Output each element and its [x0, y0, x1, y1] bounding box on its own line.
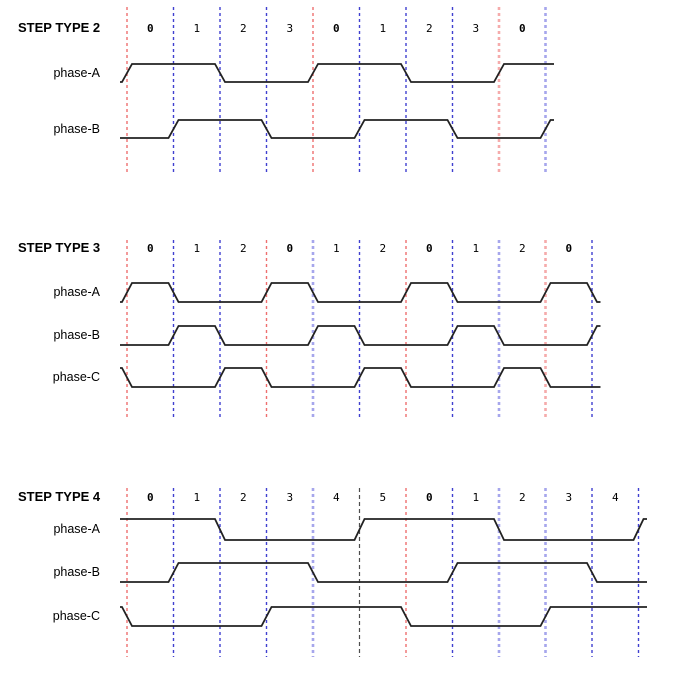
- waveform-phase-A: [120, 518, 647, 541]
- step-number: 3: [565, 491, 572, 504]
- waveform-phase-A: [120, 282, 601, 303]
- waveform-phase-B: [120, 562, 647, 583]
- step-type-section-4: 0 1 2 3 4 5 0 1 2 3 4: [120, 488, 647, 657]
- step-number: 0: [565, 242, 572, 255]
- step-number: 3: [286, 491, 293, 504]
- step-number: 2: [240, 242, 247, 255]
- step-number: 1: [193, 242, 200, 255]
- phase-label: phase-B: [53, 122, 100, 136]
- step-number: 0: [426, 242, 433, 255]
- step-number: 2: [519, 491, 526, 504]
- step-number: 2: [240, 22, 247, 35]
- step-number: 2: [379, 242, 386, 255]
- waveform-phase-C: [120, 606, 647, 627]
- phase-label: phase-A: [53, 285, 100, 299]
- step-number: 4: [333, 491, 340, 504]
- step-number: 2: [519, 242, 526, 255]
- waveform-phase-B: [120, 325, 601, 346]
- step-number: 0: [147, 242, 154, 255]
- step-number: 0: [333, 22, 340, 35]
- phase-label: phase-A: [53, 522, 100, 536]
- step-number: 0: [519, 22, 526, 35]
- section-title-step-type-2: STEP TYPE 2: [18, 20, 101, 35]
- step-number: 1: [472, 491, 479, 504]
- step-number: 1: [379, 22, 386, 35]
- step-number: 1: [193, 22, 200, 35]
- phase-label: phase-C: [52, 609, 100, 623]
- step-number: 0: [286, 242, 293, 255]
- step-type-section-2: 0 1 2 3 0 1 2 3 0: [120, 7, 554, 173]
- step-number: 5: [379, 491, 386, 504]
- step-number: 0: [147, 491, 154, 504]
- waveform-phase-B: [120, 119, 554, 139]
- step-number: 1: [193, 491, 200, 504]
- step-type-section-3: 0 1 2 0 1 2 0 1 2 0: [120, 240, 601, 418]
- phase-label: phase-C: [52, 370, 100, 384]
- step-number: 1: [333, 242, 340, 255]
- step-number: 4: [612, 491, 619, 504]
- phase-label: phase-A: [53, 66, 100, 80]
- step-number: 3: [472, 22, 479, 35]
- step-number: 0: [147, 22, 154, 35]
- step-number: 0: [426, 491, 433, 504]
- step-number: 2: [426, 22, 433, 35]
- phase-label: phase-B: [53, 328, 100, 342]
- phase-label: phase-B: [53, 565, 100, 579]
- waveform-phase-A: [120, 63, 554, 83]
- waveform-phase-C: [120, 367, 601, 388]
- section-title-step-type-3: STEP TYPE 3: [18, 240, 101, 255]
- step-number: 3: [286, 22, 293, 35]
- step-number: 2: [240, 491, 247, 504]
- step-number: 1: [472, 242, 479, 255]
- section-title-step-type-4: STEP TYPE 4: [18, 489, 101, 504]
